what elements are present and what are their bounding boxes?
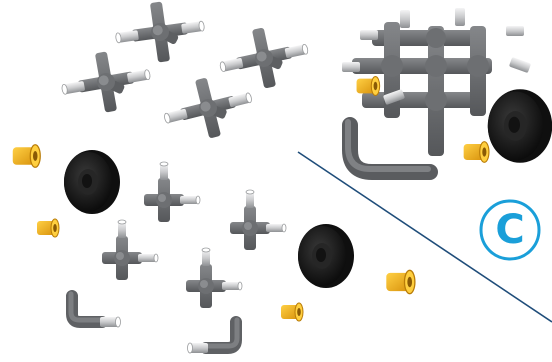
loose-bushing-1: [12, 144, 41, 168]
loose-cross-connector-2: [56, 44, 156, 120]
loose-wheel-2: [298, 224, 354, 288]
loose-cross-connector-4: [157, 67, 259, 149]
loose-cross-connector-5: [143, 161, 201, 223]
loose-cross-connector-8: [185, 247, 243, 309]
divider-line: [297, 151, 552, 323]
loose-cross-connector-6: [229, 189, 287, 251]
step-badge: [479, 199, 541, 261]
loose-elbow-connector-2: [188, 320, 238, 353]
loose-bushing-2: [36, 218, 60, 238]
loose-cross-connector-3: [213, 18, 315, 98]
assembled-model: [342, 8, 552, 180]
loose-cross-connector-7: [101, 219, 159, 281]
loose-bushing-3: [385, 269, 416, 295]
loose-wheel-1: [64, 150, 120, 214]
loose-cross-connector-1: [111, 0, 209, 69]
loose-elbow-connector-1: [71, 294, 121, 327]
loose-bushing-4: [280, 302, 304, 322]
